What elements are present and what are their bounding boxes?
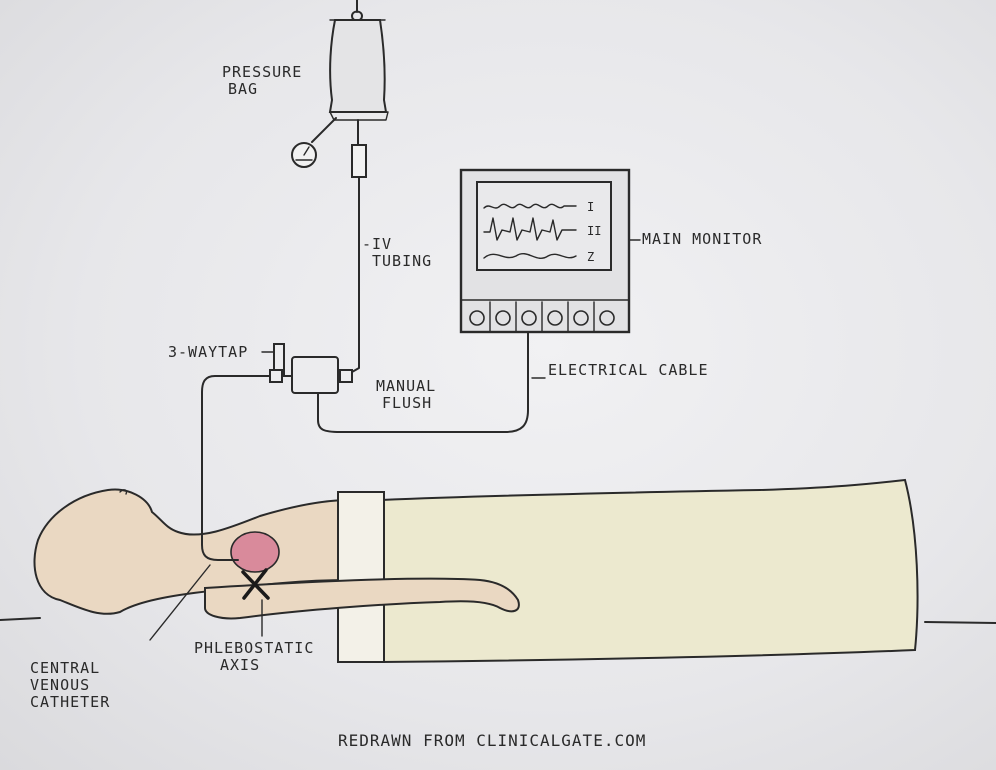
trace-3 — [483, 253, 577, 259]
bag-cap — [329, 19, 389, 121]
monitor-button-dividers — [489, 301, 595, 333]
electrical-cable-line — [317, 319, 529, 433]
monitor-knob-3 — [521, 310, 537, 326]
label-three-way-tap-text: 3-WAYTAP — [168, 343, 249, 361]
monitor-knob-5 — [573, 310, 589, 326]
trace-label-2: II — [587, 224, 601, 238]
transducer-box — [291, 356, 339, 394]
trace-label-3: Z — [587, 250, 594, 264]
label-manual-flush-line2: FLUSH — [382, 394, 433, 412]
label-three-way-tap: 3-WAYTAP — [168, 344, 248, 361]
patient-body — [33, 488, 351, 615]
trace-1 — [483, 203, 577, 209]
label-iv-tubing-line2: TUBING — [372, 252, 433, 270]
label-iv-tubing-line1: -IV — [362, 235, 393, 253]
manual-flush-valve — [339, 369, 353, 383]
credit-text: REDRAWN FROM CLINICALGATE.COM — [338, 732, 646, 749]
phlebostatic-x-mark — [241, 568, 270, 600]
gauge-tube — [311, 117, 337, 143]
label-main-monitor-text: MAIN MONITOR — [642, 230, 763, 248]
bag-hook — [351, 0, 363, 22]
label-phlebostatic-axis: PHLEBOSTATIC AXIS — [194, 640, 314, 674]
tap-handle — [269, 369, 283, 383]
credit-text-content: REDRAWN FROM CLINICALGATE.COM — [338, 731, 647, 750]
gauge-needle — [295, 146, 313, 161]
bed-surface-line — [0, 617, 996, 624]
label-electrical-cable: ELECTRICAL CABLE — [548, 362, 709, 379]
heart-shape — [230, 531, 280, 573]
catheter-line — [201, 375, 266, 561]
drip-chamber — [351, 144, 367, 178]
label-phlebostatic-axis-line1: PHLEBOSTATIC — [194, 639, 315, 657]
label-cvc-line2: VENOUS — [30, 676, 91, 694]
pressure-bag — [328, 19, 388, 113]
monitor-knob-2 — [495, 310, 511, 326]
label-manual-flush: MANUAL FLUSH — [376, 378, 436, 412]
label-pressure-bag-line2: BAG — [228, 80, 259, 98]
catheter-pointer-line — [149, 564, 211, 641]
trace-label-1: I — [587, 200, 594, 214]
trace-2 — [483, 217, 577, 241]
monitor-knob-1 — [469, 310, 485, 326]
iv-tubing-line — [351, 176, 360, 373]
patient-face — [119, 489, 128, 495]
label-pressure-bag-line1: PRESSURE — [222, 63, 303, 81]
label-cvc-line3: CATHETER — [30, 693, 111, 711]
label-electrical-cable-text: ELECTRICAL CABLE — [548, 361, 709, 379]
label-pressure-bag: PRESSURE BAG — [222, 64, 302, 98]
label-central-venous-catheter: CENTRAL VENOUS CATHETER — [30, 660, 110, 711]
bed-sheet — [379, 478, 919, 664]
label-phlebostatic-axis-line2: AXIS — [220, 656, 261, 674]
label-cvc-line1: CENTRAL — [30, 659, 101, 677]
patient-arm — [204, 577, 520, 620]
label-main-monitor: MAIN MONITOR — [642, 231, 762, 248]
label-manual-flush-line1: MANUAL — [376, 377, 437, 395]
monitor-knob-4 — [547, 310, 563, 326]
sheet-band — [337, 491, 385, 663]
monitor-knob-6 — [599, 310, 615, 326]
label-iv-tubing: -IV TUBING — [362, 236, 432, 270]
